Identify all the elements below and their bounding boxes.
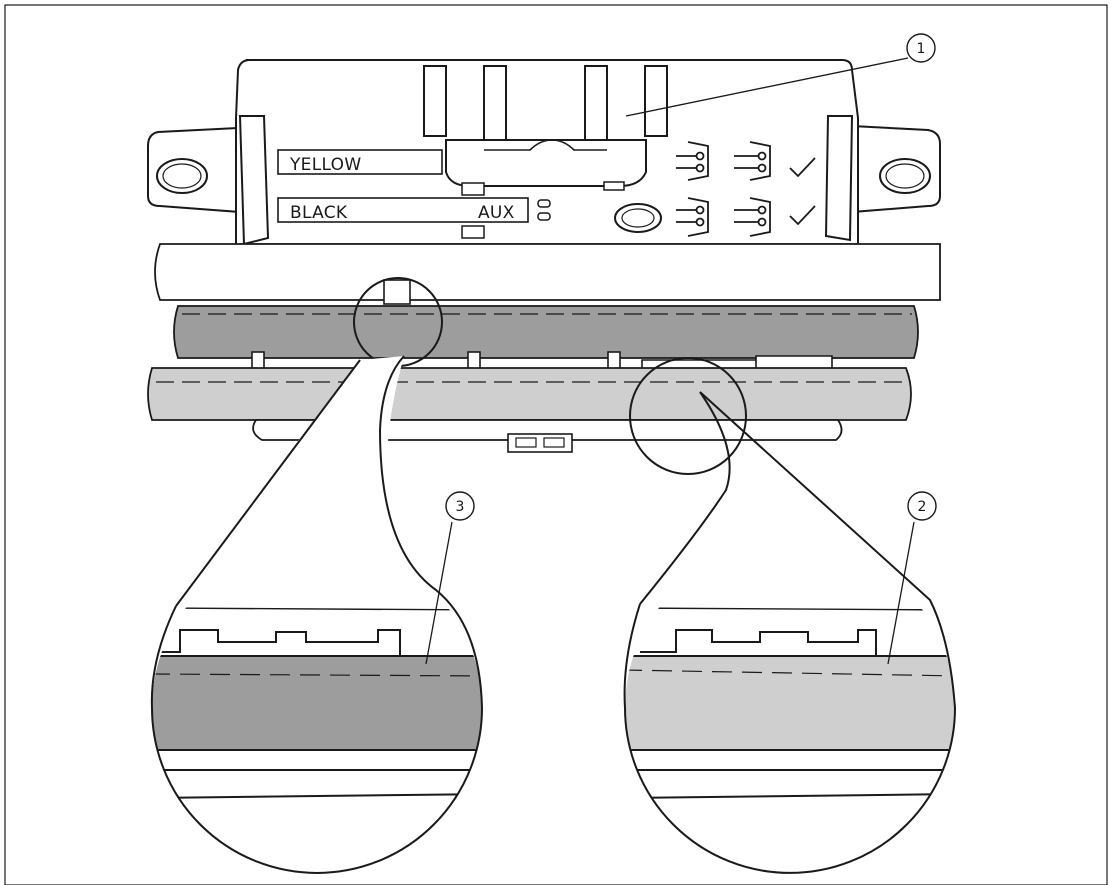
top-clip [423,65,447,137]
light-cable [147,367,912,421]
left-latch [238,115,270,246]
right-latch [824,115,854,242]
check-mark-icon [789,157,816,178]
callout-3-number: 3 [456,499,465,515]
connector-icon-open-top-left [676,141,709,181]
dark-cable [173,305,919,359]
callout-3: 3 [425,491,475,665]
callout-2: 2 [887,491,937,665]
led-indicator [537,199,551,208]
yellow-label: YELLOW [289,155,361,175]
detail-circle-right [629,357,747,475]
callout-2-number: 2 [918,499,927,515]
lower-rail [252,419,843,441]
connector-icon-closed-bottom-right [734,197,771,237]
black-label: BLACK [290,203,348,223]
led-indicator [537,212,551,221]
rear-pipe [154,243,941,301]
center-clamp [445,139,647,187]
yellow-label-box [277,149,443,175]
top-clip [644,65,668,137]
magnified-detail-right [623,391,957,874]
callout-1-number: 1 [917,41,926,57]
connector-icon-closed-top-right [734,141,771,181]
magnified-detail-left [150,355,484,874]
callout-1: 1 [625,33,936,117]
check-mark-icon [789,205,816,226]
figure-border [4,4,1108,885]
connector-icons [676,141,816,237]
black-label-box [277,197,529,223]
connector-icon-open-bottom-left [676,197,709,237]
aux-label: AUX [478,203,515,223]
